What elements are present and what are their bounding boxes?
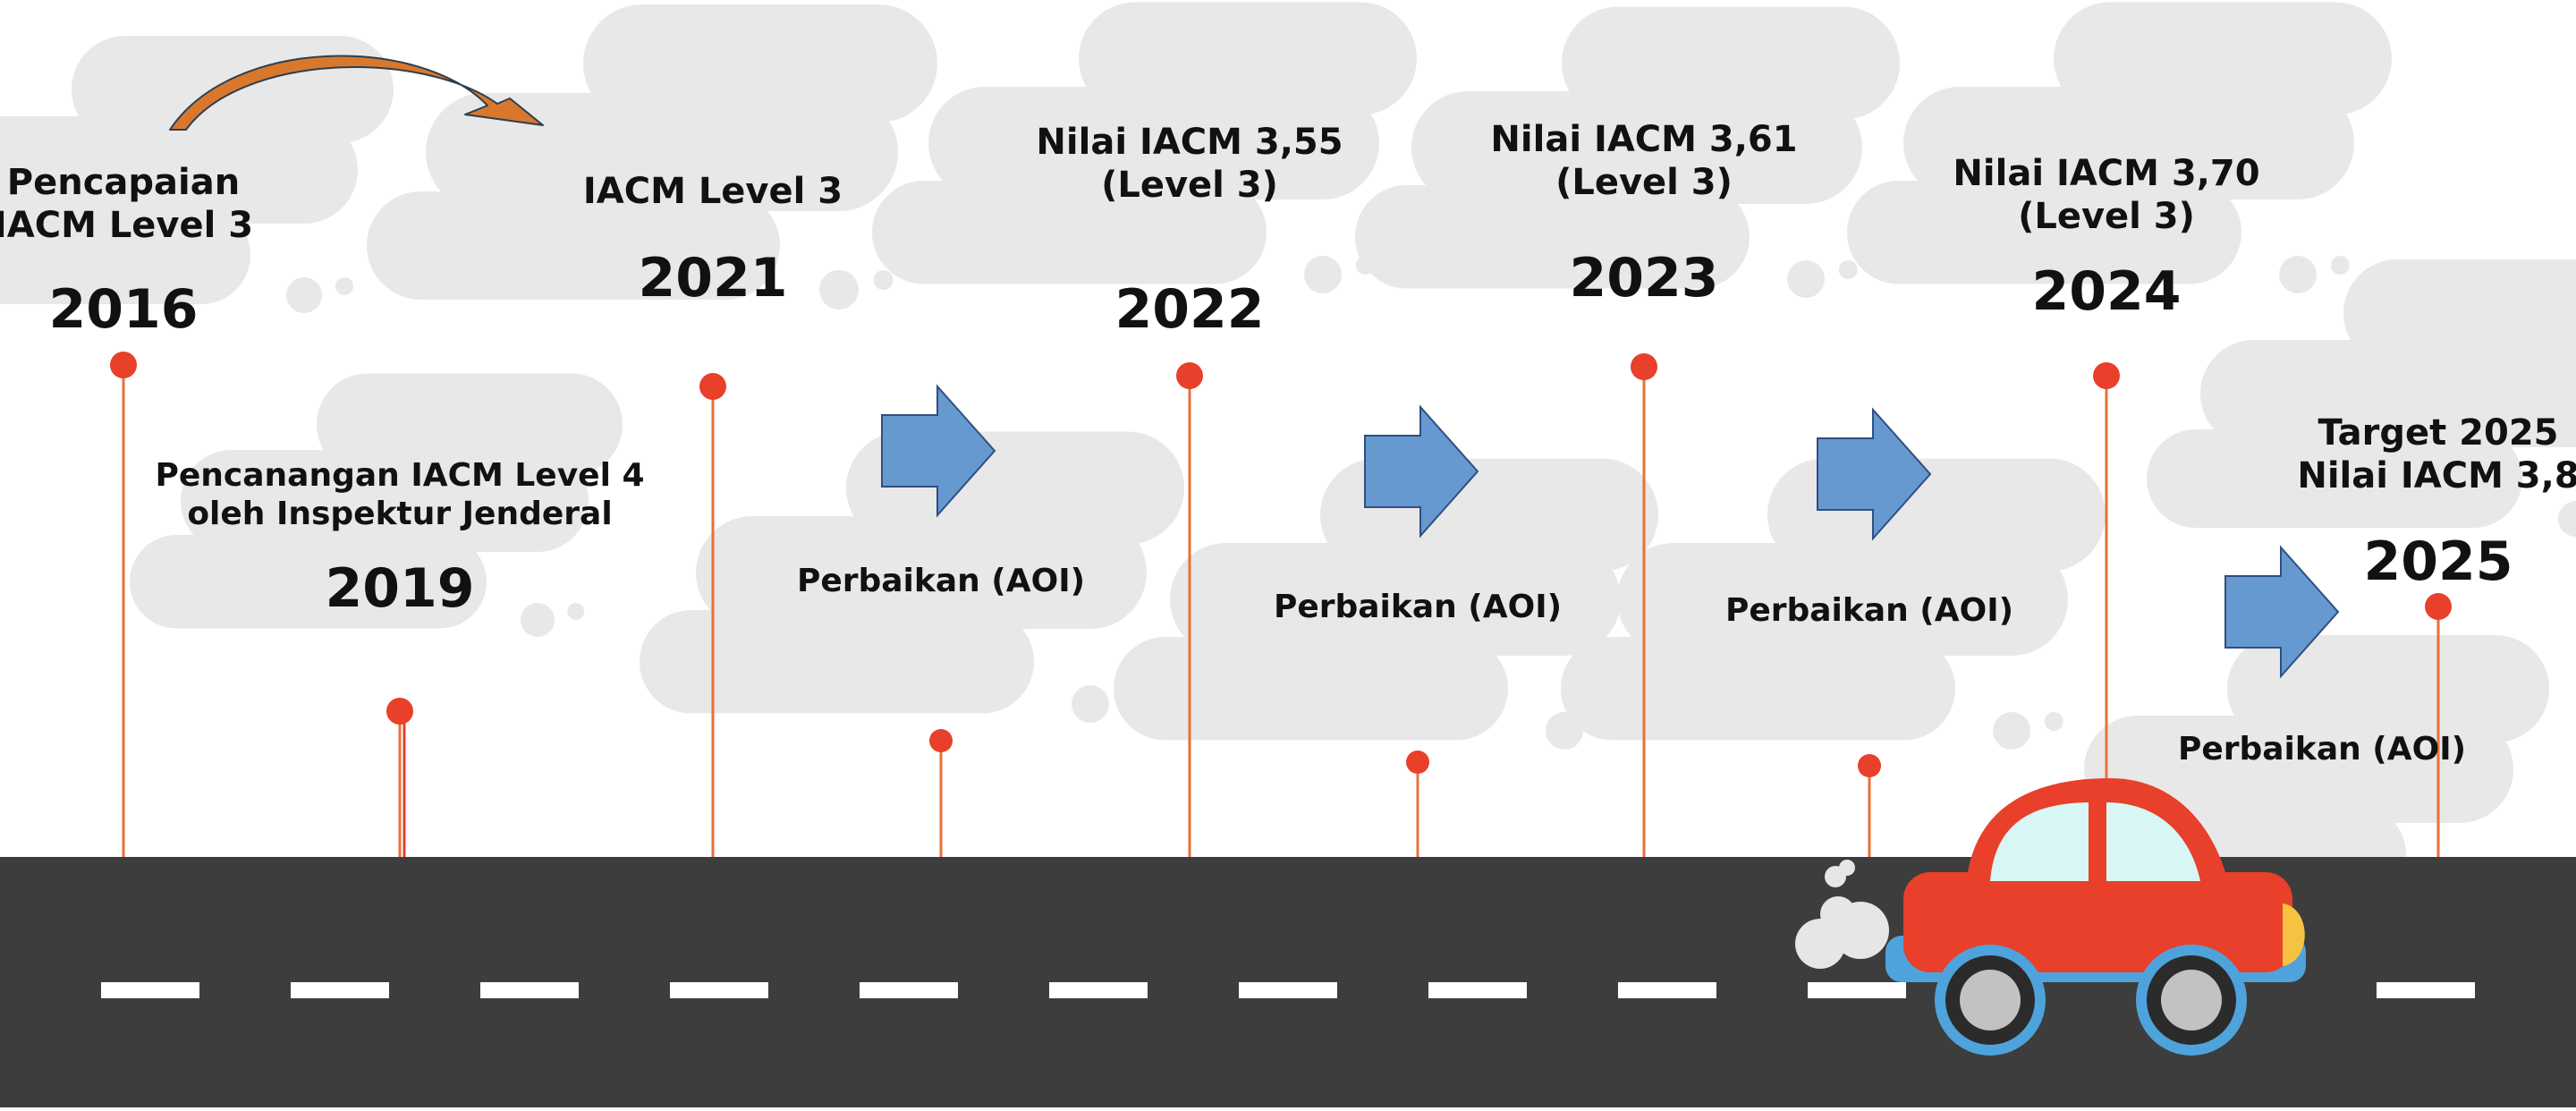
road-dash [1049,982,1148,998]
car-pillar [2089,801,2106,883]
right-arrow-icon [881,384,996,518]
road-dash [1428,982,1527,998]
cloud-shape [367,4,937,310]
curved-arrow-icon [169,55,544,131]
cloud-shape [1561,458,2106,750]
milestone-line: (Level 3) [1555,162,1733,203]
pin-icon [1176,362,1203,857]
cloud-shape [872,2,1417,293]
milestone-year: 2023 [1569,247,1719,310]
milestone-line: IACM Level 3 [582,171,843,212]
milestone-line: oleh Inspektur Jenderal [187,496,613,533]
milestone-line: Nilai IACM 3,55 [1036,122,1343,163]
right-arrow-icon [2224,545,2340,679]
milestone-text: Nilai IACM 3,61(Level 3) [1490,118,1797,204]
curved-arrow-shape [169,55,544,131]
road-dash [1618,982,1716,998]
cloud-shape [129,373,623,637]
cloud-shape [1847,2,2392,293]
road-dash [291,982,389,998]
milestone-year: 2024 [2031,260,2182,323]
cloud-shape [1355,6,1900,298]
pin-icon [1858,754,1881,857]
pin-icon [386,698,413,857]
pin-icon [2093,362,2120,857]
car-headlight [2283,903,2305,966]
improvement-label: Perbaikan (AOI) [796,563,1086,599]
milestone-line: IACM Level 3 [0,205,254,246]
pin-icon [699,373,726,857]
car-window [1990,802,2089,881]
milestone-line: Pencapaian [6,162,241,203]
car-window [2106,802,2200,881]
road-dash [1808,982,1906,998]
pin-icon [2425,593,2452,857]
smoke-puff [1820,896,1856,932]
milestone-line: (Level 3) [2018,196,2195,237]
milestone-text: IACM Level 3 [583,170,843,213]
milestone-year: 2025 [2363,530,2513,593]
cloud-background [0,2,2576,912]
pin-icon [110,352,137,857]
pin-icon [1406,751,1429,857]
milestone-year: 2022 [1114,278,1265,341]
improvement-label: Perbaikan (AOI) [2177,731,2467,768]
milestone-year: 2019 [325,557,475,620]
pin-icon [1631,353,1657,857]
cloud-shape [2147,259,2576,537]
car-icon [1795,778,2306,1056]
road-dash [670,982,768,998]
road-dash [1239,982,1337,998]
milestone-pins [110,352,2452,857]
car-wheel [1960,970,2021,1030]
milestone-line: Nilai IACM 3,70 [1953,153,2260,194]
milestone-year: 2021 [638,247,788,310]
smoke-puff [1839,860,1855,876]
road-dash [101,982,199,998]
milestone-year: 2016 [48,278,199,341]
road-dash [2377,982,2475,998]
road-dash [860,982,958,998]
milestone-line: Nilai IACM 3,61 [1490,119,1798,160]
milestone-text: Nilai IACM 3,70(Level 3) [1953,152,2259,238]
milestone-line: Pencanangan IACM Level 4 [155,457,645,494]
milestone-text: Nilai IACM 3,55(Level 3) [1036,121,1343,207]
road-dash [480,982,579,998]
improvement-label: Perbaikan (AOI) [1273,589,1563,625]
car-wheel [2161,970,2222,1030]
milestone-line: (Level 3) [1101,165,1278,206]
improvement-label: Perbaikan (AOI) [1724,592,2014,629]
right-arrow-icon [1817,407,1932,541]
cloud-shape [1114,458,1658,750]
right-arrow-icon [1364,404,1479,539]
step-arrows [881,384,2340,679]
cloud-shape [640,431,1184,723]
milestone-line: Nilai IACM 3,8 [2297,455,2576,496]
pin-icon [929,729,953,857]
milestone-line: Target 2025 [2318,412,2559,454]
